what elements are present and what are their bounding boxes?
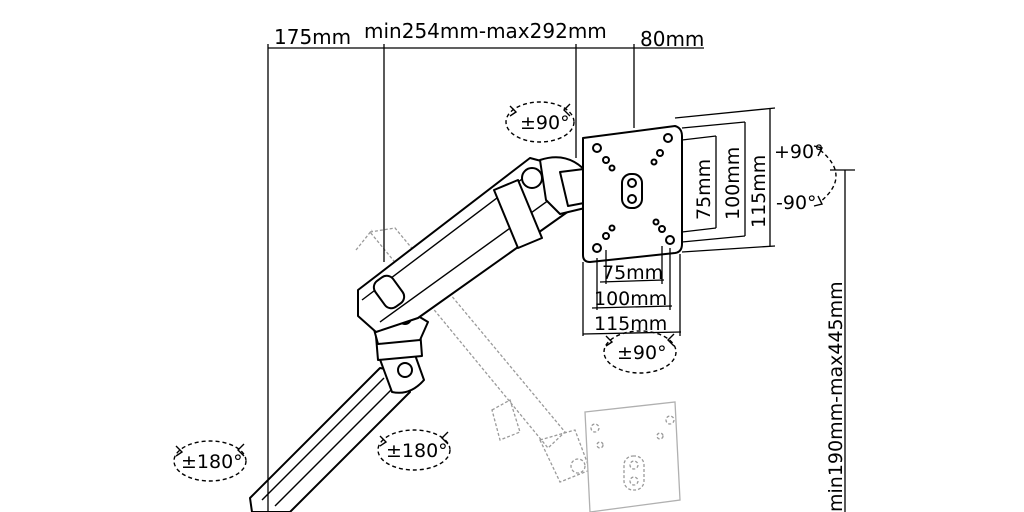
vesa-h-75-label: 75mm xyxy=(602,262,663,284)
tilt-down-label: -90° xyxy=(776,192,817,214)
arrow-icon xyxy=(379,435,388,447)
dimension-lines xyxy=(267,44,855,512)
tilt-arc xyxy=(819,149,837,203)
arrow-icon xyxy=(237,443,245,457)
arrow-icon xyxy=(509,105,518,117)
vesa-plate xyxy=(582,125,683,263)
elbow-swivel-ellipse xyxy=(377,429,451,471)
vesa-h-100-label: 100mm xyxy=(594,288,667,310)
height-range-label: min190mm-max445mm xyxy=(825,281,847,512)
arrow-icon xyxy=(605,335,614,347)
arrow-icon xyxy=(667,333,675,347)
base-swivel-label: ±180° xyxy=(181,451,243,473)
vesa-v-100-label: 100mm xyxy=(722,147,744,220)
arm-offset-label: 175mm xyxy=(274,25,351,49)
tilt-top-ellipse xyxy=(505,101,575,143)
upper-arm xyxy=(357,156,591,333)
arrow-icon xyxy=(441,431,449,445)
tilt-up-label: +90° xyxy=(774,141,824,163)
arm-reach-label: min254mm-max292mm xyxy=(364,19,607,43)
rotation-labels: ±90° +90° -90° ±90° ±180° ±180° xyxy=(181,112,824,473)
vesa-v-115-label: 115mm xyxy=(748,155,770,228)
arrow-icon xyxy=(813,145,824,157)
plate-rotate-label: ±90° xyxy=(617,342,667,364)
arrow-icon xyxy=(175,445,184,457)
plate-offset-label: 80mm xyxy=(640,27,704,51)
arrow-icon xyxy=(563,103,571,117)
dimension-labels: 175mm min254mm-max292mm 80mm 75mm 100mm … xyxy=(274,19,847,512)
rotation-indicators xyxy=(173,101,837,482)
vesa-v-75-label: 75mm xyxy=(693,159,715,220)
elbow-swivel-label: ±180° xyxy=(386,440,448,462)
vesa-h-115-label: 115mm xyxy=(594,313,667,335)
tilt-top-label: ±90° xyxy=(520,112,570,134)
ghost-arm xyxy=(355,227,681,512)
arrow-icon xyxy=(813,195,824,207)
lower-arm xyxy=(249,329,425,512)
plate-rotate-ellipse xyxy=(603,330,677,374)
base-swivel-ellipse xyxy=(173,440,247,482)
